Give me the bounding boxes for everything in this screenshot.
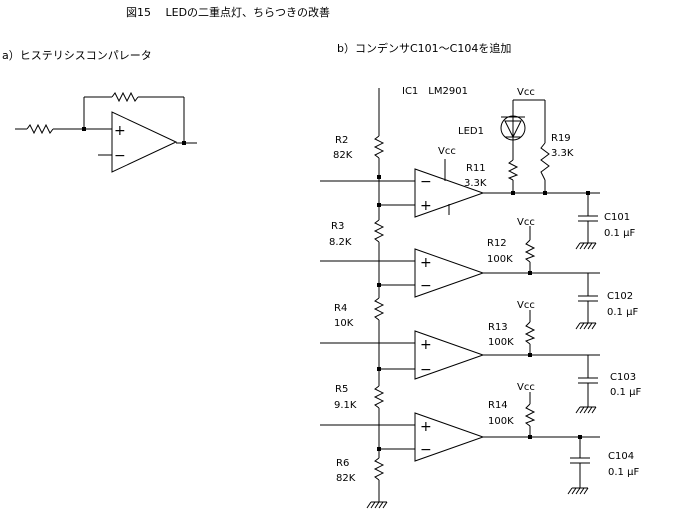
resistor-r6: [373, 457, 385, 481]
opamp-1-plus: +: [420, 198, 432, 214]
opamp-4: [414, 412, 485, 462]
r11-value: 3.3K: [464, 178, 487, 189]
opamp-4-plus: +: [420, 419, 432, 435]
led1-label: LED1: [458, 126, 484, 137]
resistor-r2: [373, 135, 385, 159]
r6-name: R6: [336, 458, 349, 469]
resistor-r5: [373, 385, 385, 409]
comparator-1: [320, 99, 600, 250]
c102-name: C102: [607, 291, 633, 302]
led1-symbol: [501, 116, 525, 160]
r2-name: R2: [335, 135, 348, 146]
resistor-ladder: [366, 88, 388, 509]
resistor-r4: [373, 297, 385, 321]
r5-value: 9.1K: [334, 400, 357, 411]
c104-value: 0.1 μF: [608, 467, 639, 478]
r5-name: R5: [335, 384, 348, 395]
opamp-1-minus: −: [420, 174, 432, 190]
r13-name: R13: [488, 322, 508, 333]
r12-name: R12: [487, 238, 507, 249]
panel-b-caption: b）コンデンサC101～C104を追加: [337, 41, 511, 55]
opamp-3-minus: −: [420, 362, 432, 378]
opamp-2-plus: +: [420, 255, 432, 271]
comparator-a: [15, 91, 197, 173]
r19-name: R19: [551, 133, 571, 144]
resistor-r3: [373, 219, 385, 243]
comparator-4: [320, 392, 600, 495]
vcc-label-3: Vcc: [517, 300, 535, 311]
vcc-label-4: Vcc: [517, 382, 535, 393]
ic-label: IC1 LM2901: [402, 86, 468, 97]
opamp-4-minus: −: [420, 442, 432, 458]
comparator-2: [320, 226, 600, 330]
r14-value: 100K: [488, 416, 514, 427]
r13-value: 100K: [488, 337, 514, 348]
resistor-r19: [540, 142, 550, 181]
r14-name: R14: [488, 400, 508, 411]
c101-value: 0.1 μF: [604, 228, 635, 239]
r11-name: R11: [466, 163, 486, 174]
vcc-label-1: Vcc: [438, 146, 456, 157]
c103-value: 0.1 μF: [610, 387, 641, 398]
opamp-a: [111, 111, 178, 173]
comparator-3: [320, 310, 600, 414]
opamp-a-minus: −: [114, 148, 126, 164]
r3-name: R3: [331, 221, 344, 232]
c103-name: C103: [610, 372, 636, 383]
resistor-r13: [524, 321, 536, 345]
c102-value: 0.1 μF: [607, 307, 638, 318]
vcc-label-2: Vcc: [517, 217, 535, 228]
panel-a-caption: a）ヒステリシスコンパレータ: [2, 49, 152, 62]
r2-value: 82K: [333, 150, 353, 161]
opamp-a-plus: +: [114, 123, 126, 139]
opamp-2-minus: −: [420, 278, 432, 294]
c101-name: C101: [604, 212, 630, 223]
r19-value: 3.3K: [551, 148, 574, 159]
r4-value: 10K: [334, 318, 354, 329]
r3-value: 8.2K: [329, 237, 352, 248]
opamp-2: [414, 248, 485, 298]
r6-value: 82K: [336, 473, 356, 484]
c104-name: C104: [608, 451, 634, 462]
feedback-resistor-a: [111, 91, 139, 103]
led1-circle: [500, 115, 526, 141]
r4-name: R4: [334, 303, 347, 314]
resistor-r12: [524, 239, 536, 263]
vcc-label-led: Vcc: [517, 87, 535, 98]
figure-title: 図15 LEDの二重点灯、ちらつきの改善: [126, 5, 330, 19]
opamp-3: [414, 330, 485, 380]
r12-value: 100K: [487, 254, 513, 265]
resistor-r11: [507, 159, 519, 181]
opamp-3-plus: +: [420, 337, 432, 353]
input-resistor-a: [26, 123, 54, 135]
resistor-r14: [524, 403, 536, 427]
